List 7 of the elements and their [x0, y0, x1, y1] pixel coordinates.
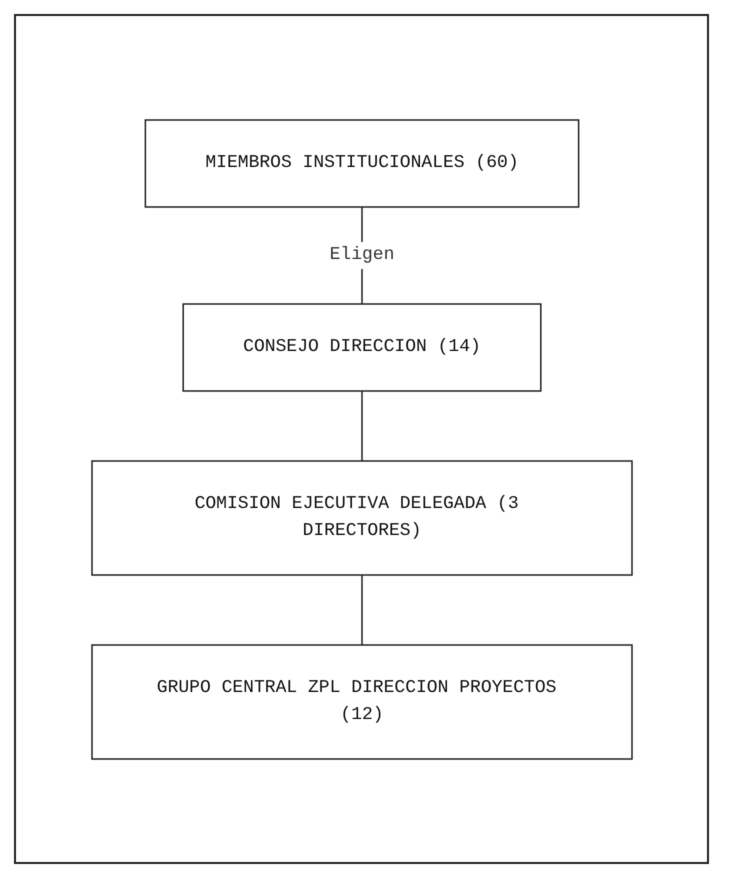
node-box: COMISION EJECUTIVA DELEGADA (3 DIRECTORES) [90, 460, 632, 576]
node-box: GRUPO CENTRAL ZPL DIRECCION PROYECTOS (12) [90, 644, 632, 760]
edge-label: Eligen [329, 244, 394, 264]
connector [360, 574, 362, 644]
node-box: MIEMBROS INSTITUCIONALES (60) [144, 118, 579, 208]
connector [360, 390, 362, 460]
node-box: CONSEJO DIRECCION (14) [182, 302, 542, 392]
